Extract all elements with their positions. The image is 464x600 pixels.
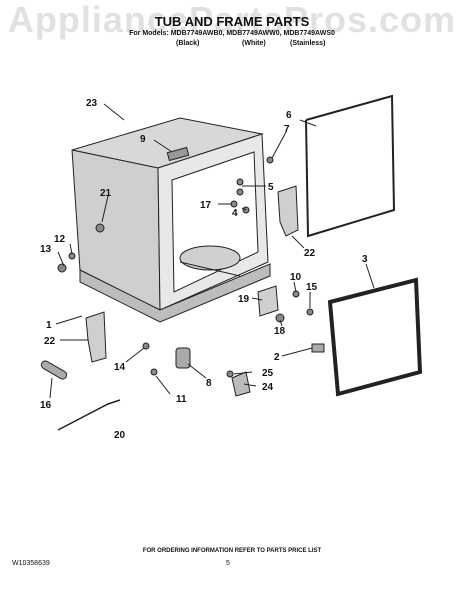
watermark: AppliancePartsPros.com (7, 0, 457, 40)
part-15-screw (306, 308, 314, 316)
callout-2: 2 (274, 352, 280, 363)
callout-22-left: 22 (44, 336, 56, 347)
callout-18: 18 (274, 326, 286, 337)
callout-11: 11 (176, 394, 187, 405)
part-21-screw (95, 223, 105, 233)
part-20-cable (57, 399, 121, 431)
callout-24: 24 (262, 382, 274, 393)
callout-16: 16 (40, 400, 52, 411)
leader-8 (187, 363, 207, 379)
part-18-nut (275, 313, 285, 323)
leader-6 (299, 119, 317, 127)
callout-25: 25 (262, 368, 274, 379)
base-frame (79, 263, 271, 323)
variant-black: (Black) (176, 40, 200, 47)
bracket-22-right (277, 185, 299, 237)
part-5-a (236, 178, 244, 186)
part-8-clip (175, 347, 191, 369)
callout-12: 12 (54, 234, 66, 245)
leader-7 (271, 131, 287, 159)
callout-1: 1 (46, 320, 52, 331)
part-13-nut (57, 263, 67, 273)
part-9-vent (166, 146, 190, 162)
leader-24 (243, 383, 257, 387)
leader-25 (233, 371, 253, 375)
model-list: For Models: MDB7749AWB0, MDB7749AWW0, MD… (129, 30, 335, 37)
callout-21: 21 (100, 188, 112, 199)
callout-23: 23 (86, 98, 98, 109)
page-number: 5 (226, 560, 230, 567)
leader-13 (57, 251, 65, 267)
door-gasket (327, 277, 423, 397)
callout-14: 14 (114, 362, 126, 373)
ordering-note: FOR ORDERING INFORMATION REFER TO PARTS … (142, 548, 322, 554)
part-25-screw (226, 370, 234, 378)
tub-side (71, 149, 161, 311)
leader-14 (125, 347, 145, 363)
callout-17: 17 (200, 200, 212, 211)
callout-8: 8 (206, 378, 212, 389)
leader-10 (293, 281, 297, 293)
leader-4 (241, 207, 247, 211)
callout-7: 7 (284, 124, 290, 135)
leader-19 (251, 297, 263, 301)
part-5-b (236, 188, 244, 196)
spray-arm-area (179, 245, 241, 271)
leader-11 (155, 375, 171, 395)
callout-3: 3 (362, 254, 368, 265)
bracket-19 (257, 285, 279, 317)
leader-3 (365, 263, 375, 289)
leader-2 (281, 347, 313, 357)
leader-16 (49, 377, 53, 399)
leader-1 (55, 315, 83, 325)
leader-12 (69, 243, 73, 255)
callout-5: 5 (268, 182, 274, 193)
part-2-clamp (311, 343, 325, 353)
side-gasket (305, 94, 396, 238)
part-11-screw (150, 368, 158, 376)
leader-9 (153, 139, 173, 153)
page-title: TUB AND FRAME PARTS (154, 14, 310, 29)
callout-19: 19 (238, 294, 250, 305)
variant-stainless: (Stainless) (290, 40, 326, 47)
part-16-spring (40, 360, 68, 380)
leader-21 (101, 195, 109, 223)
callout-6: 6 (286, 110, 292, 121)
callout-4: 4 (232, 208, 238, 219)
callout-10: 10 (290, 272, 302, 283)
document-number: W10358639 (12, 560, 50, 567)
callout-22-right: 22 (304, 248, 316, 259)
variant-white: (White) (242, 40, 266, 47)
part-24-bracket (231, 371, 251, 397)
callout-9: 9 (140, 134, 146, 145)
part-14-screw (142, 342, 150, 350)
leader-23 (103, 103, 125, 121)
callout-13: 13 (40, 244, 52, 255)
part-7-screw (266, 156, 274, 164)
leader-22-right (291, 235, 305, 249)
bracket-22-left (85, 311, 107, 363)
tub-floor-line (179, 261, 241, 277)
callout-20: 20 (114, 430, 126, 441)
callout-15: 15 (306, 282, 318, 293)
leader-18 (279, 319, 283, 327)
